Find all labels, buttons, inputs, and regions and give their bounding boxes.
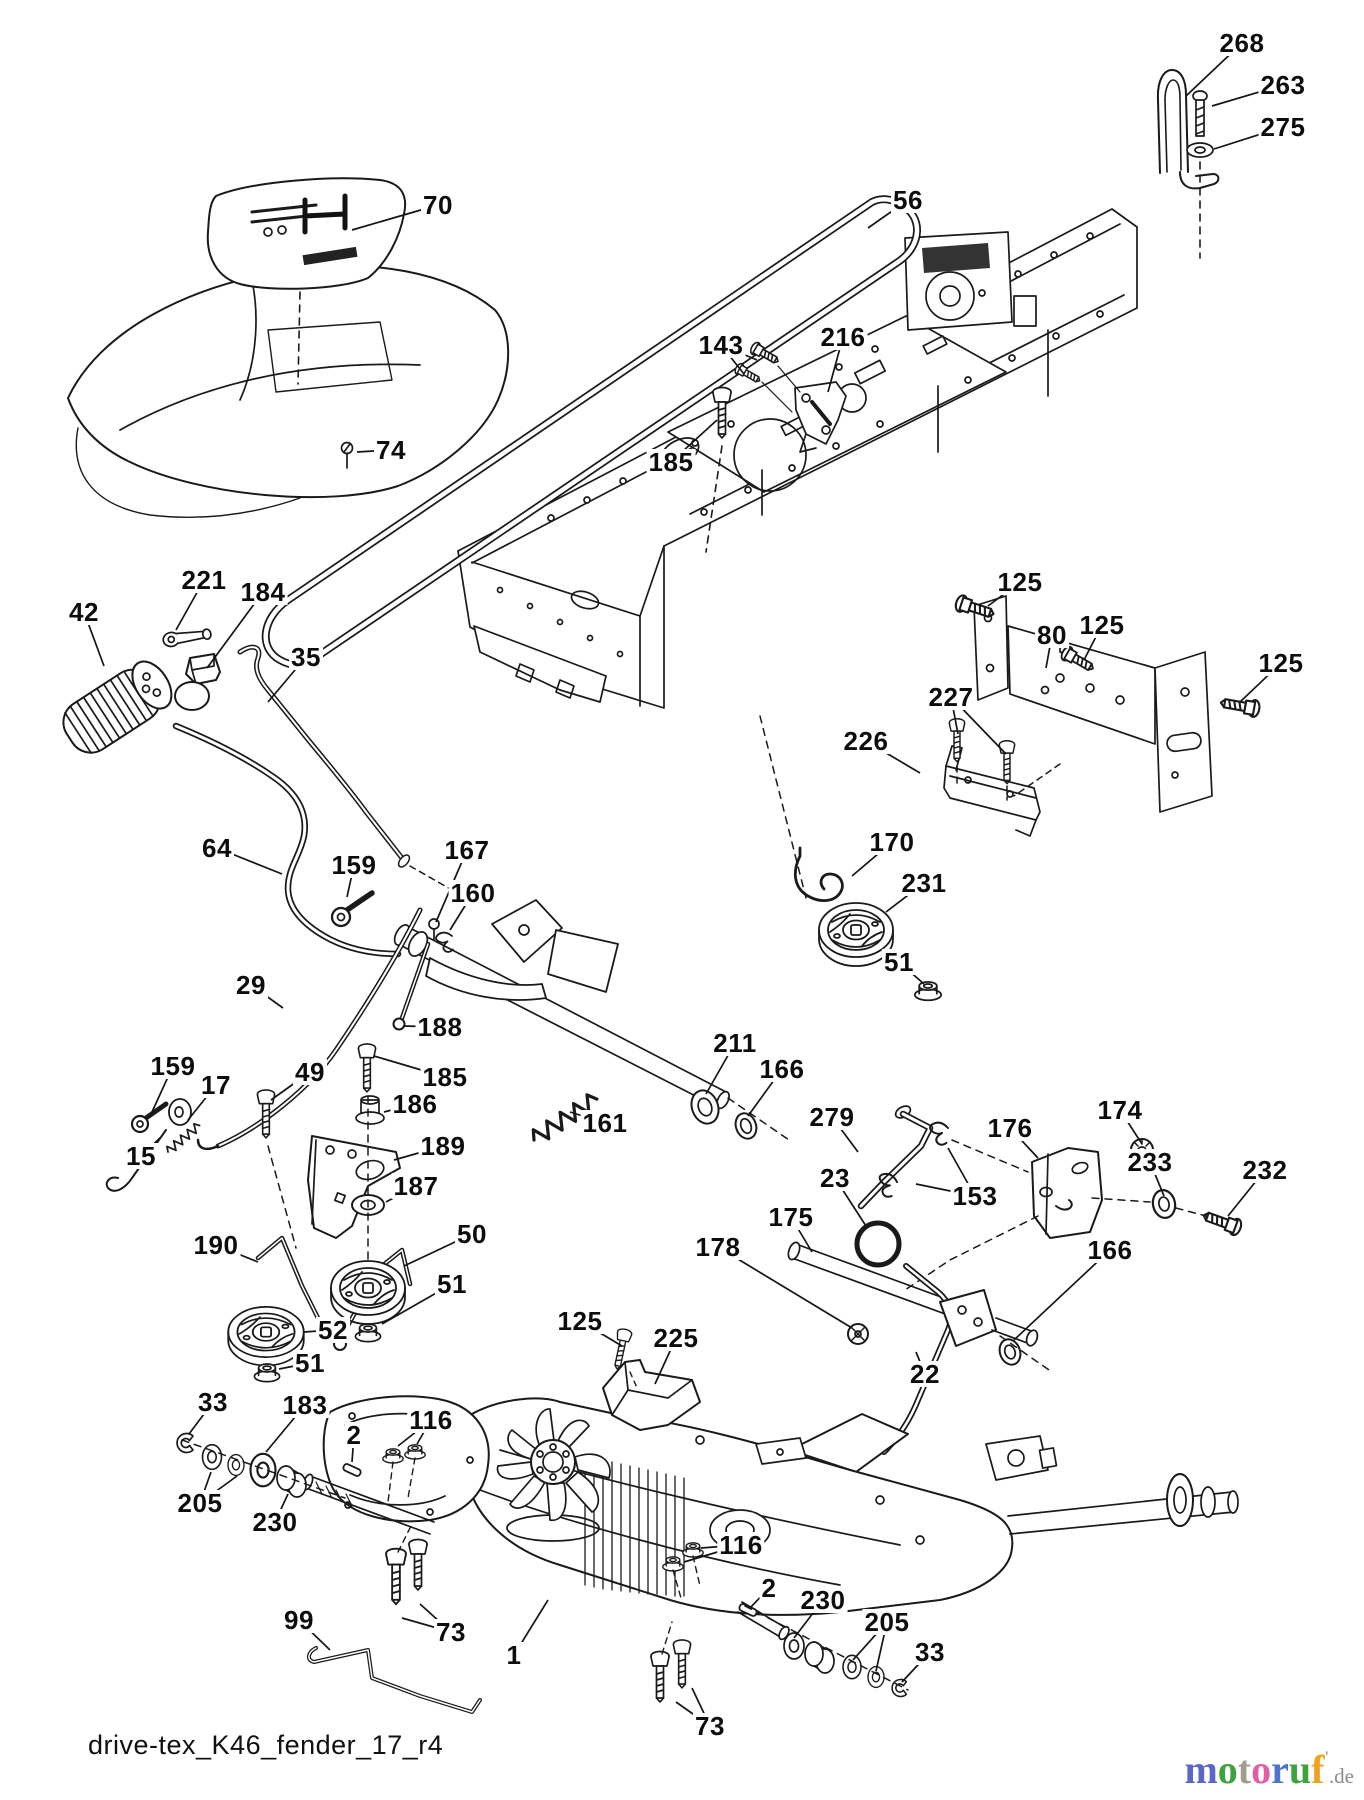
motoruf-logo-word: motoruf — [1184, 1747, 1324, 1792]
logo-letter: m — [1184, 1747, 1218, 1792]
motoruf-logo-suffix: .de — [1328, 1764, 1354, 1788]
logo-letter: r — [1271, 1747, 1289, 1792]
motoruf-logo-tm: ' — [1324, 1749, 1329, 1766]
logo-letter: t — [1237, 1747, 1252, 1792]
diagram-filename: drive-tex_K46_fender_17_r4 — [88, 1730, 444, 1760]
logo-letter: o — [1251, 1747, 1272, 1792]
logo-letter: u — [1288, 1747, 1312, 1792]
logo-letter: o — [1217, 1747, 1238, 1792]
logo-letter: f — [1311, 1747, 1325, 1792]
motoruf-logo[interactable]: motoruf'.de — [1184, 1750, 1354, 1790]
